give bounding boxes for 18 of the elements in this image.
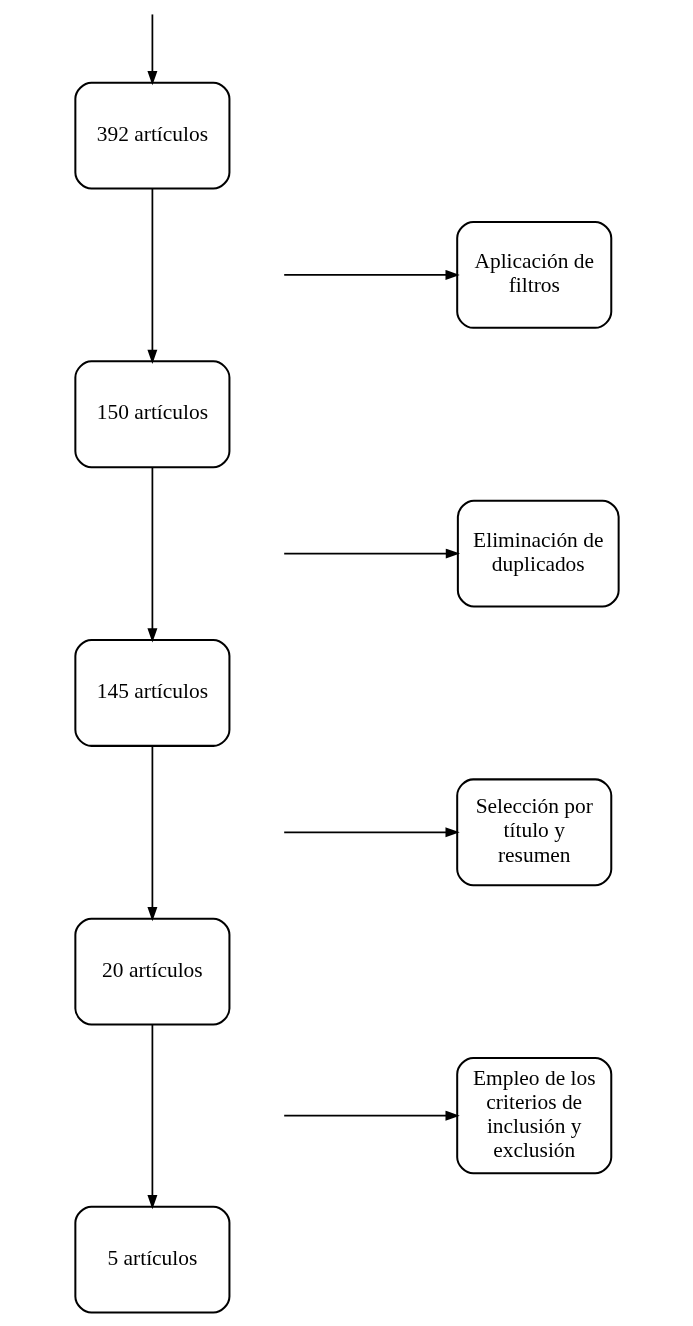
node-box: 20 artículos [73,917,230,1026]
arrow [282,1110,460,1121]
arrow [282,548,460,559]
arrow [146,466,157,643]
node-box: 145 artículos [73,639,230,747]
arrow [146,1023,157,1210]
arrow [146,188,157,364]
node-box: 392 artículos [73,81,230,190]
arrow [282,269,460,280]
node-box: Empleo de los criterios de inclusión y exclusión [455,1057,612,1175]
arrow [146,13,157,86]
node-box: Aplicación de filtros [455,221,612,329]
arrow [146,745,157,922]
node-box: 5 artículos [73,1205,230,1314]
node-box: 150 artículos [73,360,230,469]
node-box: Selección por título y resumen [455,778,612,887]
arrow [282,827,460,838]
node-box: Eliminación de duplicados [456,499,620,608]
